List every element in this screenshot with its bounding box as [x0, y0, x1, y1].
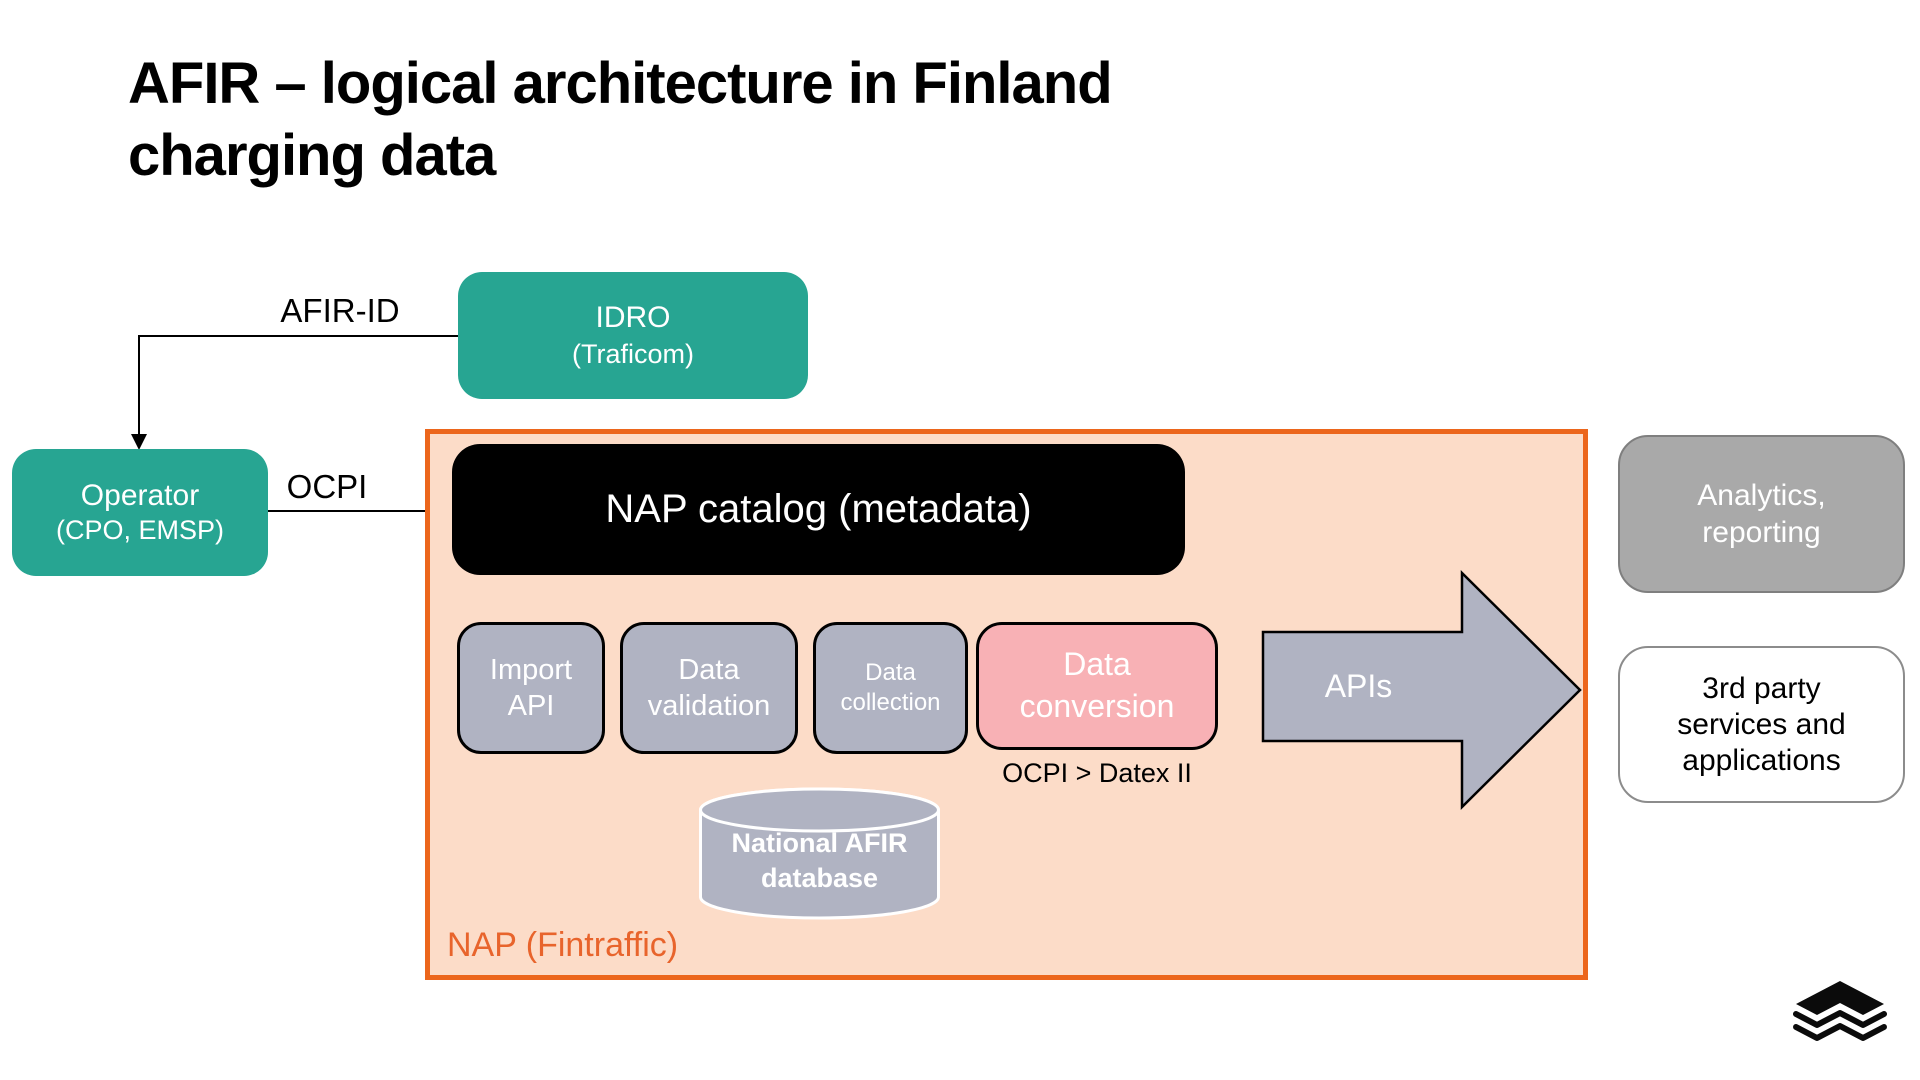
node-analytics-reporting: Analytics, reporting [1618, 435, 1905, 593]
fintraffic-logo-icon [1793, 981, 1887, 1041]
data-conversion-line1: Data [1063, 646, 1131, 683]
database-label-line2: database [760, 863, 879, 894]
node-nap-catalog: NAP catalog (metadata) [452, 444, 1185, 575]
node-data-collection: Data collection [813, 622, 968, 754]
data-validation-line2: validation [647, 690, 771, 722]
node-third-party-services: 3rd party services and applications [1618, 646, 1905, 803]
node-operator: Operator (CPO, EMSP) [12, 449, 268, 576]
import-api-line1: Import [489, 653, 573, 686]
afir-id-connector [138, 335, 458, 436]
node-data-conversion: Data conversion [976, 622, 1218, 750]
import-api-line2: API [507, 690, 555, 722]
third-party-line1: 3rd party [1702, 671, 1821, 705]
title-line-2: charging data [128, 122, 496, 188]
node-idro: IDRO (Traficom) [458, 272, 808, 399]
afir-id-edge-label: AFIR-ID [280, 292, 400, 329]
conversion-format-note: OCPI > Datex II [1002, 758, 1192, 788]
apis-arrow-shape [1261, 570, 1582, 810]
data-collection-line1: Data [865, 659, 916, 686]
idro-label-line2: (Traficom) [572, 339, 694, 370]
database-label: National AFIR database [697, 826, 942, 896]
afir-id-arrowhead-icon [131, 434, 147, 450]
third-party-line2: services and [1677, 707, 1846, 741]
operator-label-line2: (CPO, EMSP) [55, 515, 224, 546]
data-validation-line1: Data [678, 653, 740, 686]
right-arrow-icon [1261, 570, 1582, 810]
title-line-1: AFIR – logical architecture in Finland [128, 51, 1113, 116]
node-data-validation: Data validation [620, 622, 798, 754]
operator-label-line1: Operator [80, 478, 200, 512]
data-collection-line2: collection [840, 689, 941, 716]
apis-arrow-label: APIs [1324, 668, 1393, 704]
database-label-line1: National AFIR [731, 828, 908, 858]
analytics-line1: Analytics, [1697, 478, 1826, 512]
data-conversion-line2: conversion [1019, 688, 1175, 724]
idro-label-line1: IDRO [595, 301, 671, 335]
nap-container-label: NAP (Fintraffic) [447, 926, 679, 964]
database-cylinder-icon [699, 787, 940, 920]
analytics-line2: reporting [1702, 516, 1821, 549]
third-party-line3: applications [1682, 743, 1841, 777]
ocpi-edge-label: OCPI [286, 468, 368, 505]
node-import-api: Import API [457, 622, 605, 754]
slide-title: AFIR – logical architecture in Finland c… [128, 48, 1428, 192]
nap-catalog-label: NAP catalog (metadata) [605, 487, 1032, 531]
